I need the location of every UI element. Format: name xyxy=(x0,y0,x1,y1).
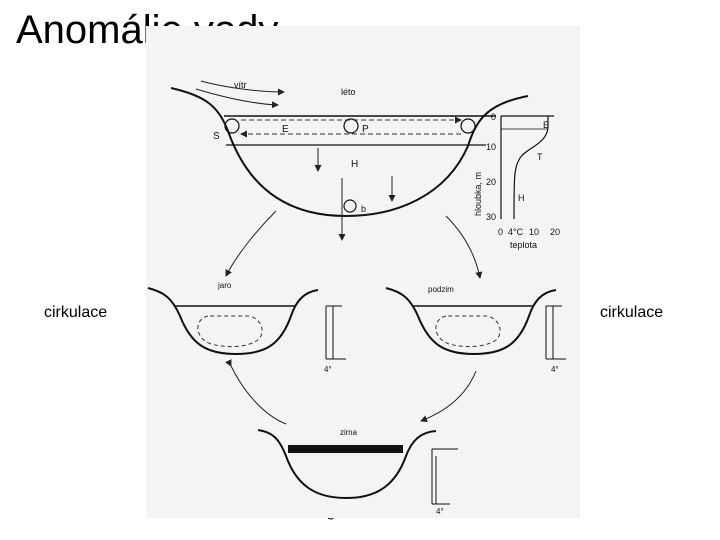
lake-anomaly-figure: vítr léto E P S H b 0 10 20 30 hloubka, … xyxy=(146,26,580,518)
wind-arrow xyxy=(200,80,285,96)
eddy-right xyxy=(460,118,476,134)
arrow-to-winter xyxy=(420,370,477,423)
profile-xtick-0: 0 xyxy=(498,227,503,237)
wind-label: vítr xyxy=(234,80,247,90)
autumn-circulation xyxy=(435,315,501,348)
autumn-temp-label: 4° xyxy=(551,365,559,374)
summer-label-b: b xyxy=(361,204,366,214)
profile-zone-T: T xyxy=(537,152,543,162)
summer-lake: vítr léto E P S H b xyxy=(170,80,529,241)
profile-ytick-10: 10 xyxy=(486,142,496,152)
autumn-season-label: podzim xyxy=(428,285,454,294)
profile-y-axis-label: hloubka, m xyxy=(473,172,483,216)
arrow-to-autumn xyxy=(445,215,483,279)
winter-temp-label: 4° xyxy=(436,507,444,516)
summer-label-E: E xyxy=(282,124,289,135)
summer-season-label: léto xyxy=(341,87,356,97)
profile-ytick-30: 30 xyxy=(486,212,496,222)
winter-lake: zima 4° xyxy=(257,428,458,516)
autumn-lake: podzim 4° xyxy=(385,285,566,374)
eddy-left xyxy=(224,118,240,134)
profile-curve xyxy=(513,116,549,220)
figure-svg: vítr léto E P S H b 0 10 20 30 hloubka, … xyxy=(147,80,566,516)
profile-xtick-20: 20 xyxy=(550,227,560,237)
profile-zone-H: H xyxy=(518,193,525,203)
profile-ytick-0: 0 xyxy=(491,112,496,122)
arrow-to-spring xyxy=(225,210,277,277)
profile-x-axis-label: teplota xyxy=(510,240,537,250)
spring-temp-label: 4° xyxy=(324,365,332,374)
eddy-middle xyxy=(343,118,359,134)
arrow-from-winter xyxy=(225,359,287,425)
label-cirkulace-right: cirkulace xyxy=(600,304,664,321)
label-cirkulace-left: cirkulace xyxy=(44,304,108,321)
summer-label-P: P xyxy=(362,124,369,135)
summer-label-H: H xyxy=(351,159,358,170)
profile-zone-E: E xyxy=(543,120,549,130)
spring-circulation xyxy=(197,315,263,348)
spring-season-label: jaro xyxy=(217,281,232,290)
profile-xtick-10: 10 xyxy=(529,227,539,237)
spring-lake: jaro 4° xyxy=(147,281,346,374)
profile-ytick-20: 20 xyxy=(486,177,496,187)
winter-season-label: zima xyxy=(340,428,357,437)
profile-xtick-4: 4°C xyxy=(508,227,524,237)
summer-temperature-profile: 0 10 20 30 hloubka, m 0 4°C 10 20 teplot… xyxy=(473,112,560,250)
ice-layer xyxy=(288,445,403,453)
summer-label-S: S xyxy=(213,131,220,142)
